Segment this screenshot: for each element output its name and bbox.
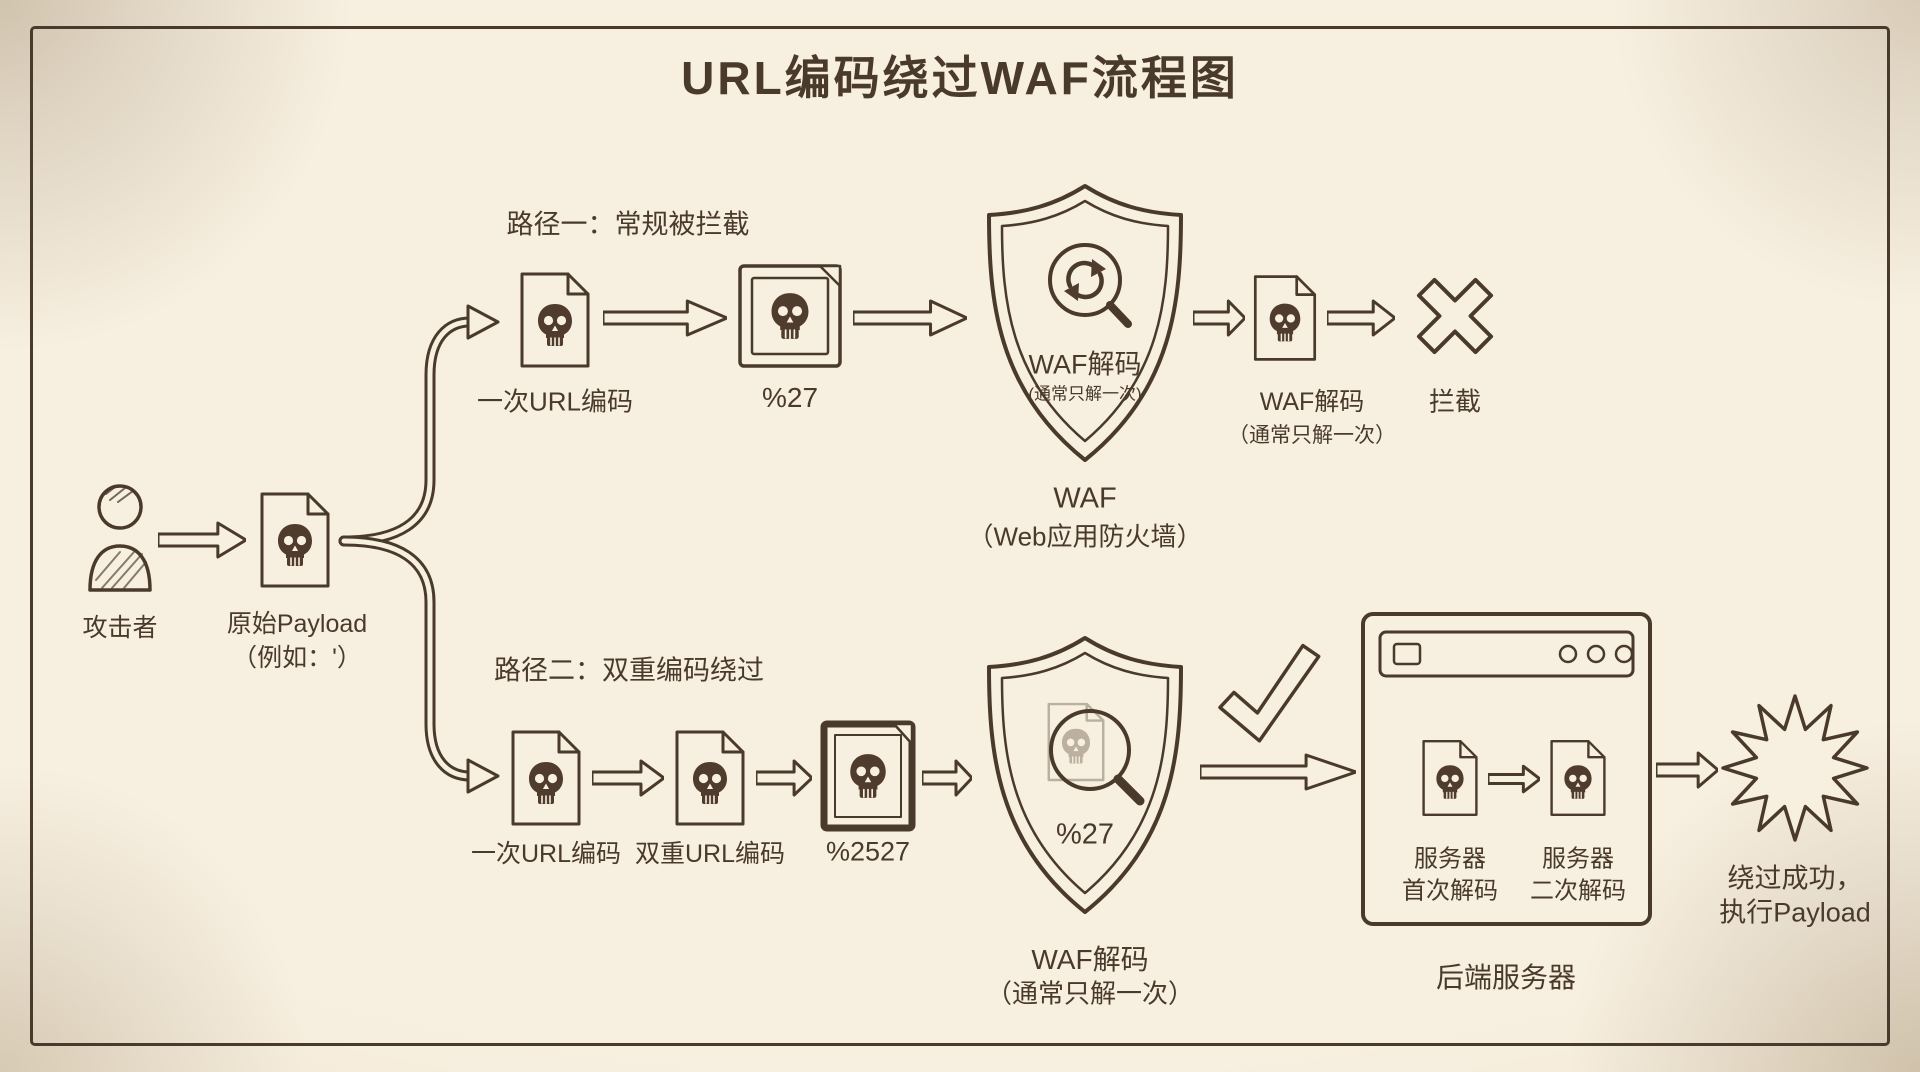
attacker-label: 攻击者 [82,614,158,642]
shield2-text: %27 [1055,818,1115,851]
payload-label-line2: （例如：'） [232,644,362,672]
path2-title: 路径二：双重编码绕过 [494,655,764,686]
payload-doc-icon [262,494,328,586]
arrow-p2-encode2-to-tile [756,759,812,797]
branch-arrowhead-bottom [466,758,500,794]
server-second-decode-doc-icon [1552,741,1605,815]
waf-decode-magnifier-icon [1048,243,1132,328]
server-led-icon [1558,644,1578,664]
path1-decoded-label-line2: （通常只解一次） [1228,424,1396,447]
arrow-p2-waf-to-server [1200,755,1356,789]
p2-encoded-once-doc-icon [513,732,579,824]
arrow-p2-tile-to-waf [922,759,972,797]
p2-encoded-twice-doc-icon [677,732,743,824]
payload-label-line1: 原始Payload [226,610,368,638]
server-led-icon [1614,644,1634,664]
shield2-label-line1: WAF解码 [1031,944,1149,975]
server-led-icon [1586,644,1606,664]
server-first-decode-doc-icon [1424,741,1477,815]
shield2-label-line2: （通常只解一次） [985,978,1195,1009]
p1-percent27-tile-icon [740,266,840,366]
path2-percent2527-label: %2527 [825,836,911,867]
path1-decoded-label-line1: WAF解码 [1259,388,1365,416]
path1-title: 路径一：常规被拦截 [506,209,750,240]
blocked-x-icon [1416,277,1494,355]
p1-waf-decoded-doc-icon [1255,277,1314,360]
waf-miss-magnifier-icon [1049,704,1145,806]
server-doc1-label-line1: 服务器 [1414,845,1486,873]
shield1-text-line1: WAF解码 [1028,349,1142,380]
backend-server-label: 后端服务器 [1435,962,1577,993]
backend-server-icon [1361,612,1652,926]
path1-percent27-label: %27 [761,382,819,413]
arrow-server-to-success [1656,751,1718,789]
path2-step2-label: 双重URL编码 [634,840,786,868]
arrow-p1-waf-to-decoded [1193,299,1245,337]
arrow-p2-encode1-to-encode2 [592,759,664,797]
diagram-title: URL编码绕过WAF流程图 [681,52,1239,104]
path1-step1-label: 一次URL编码 [476,386,634,417]
blocked-label: 拦截 [1428,386,1482,417]
branch-arrowhead-top [466,304,500,340]
waf-label-line1: WAF [1053,482,1117,515]
attacker-icon [88,484,152,592]
p2-percent2527-tile-icon [824,724,912,828]
pass-check-icon [1218,643,1321,743]
server-doc2-label-line2: 二次解码 [1530,877,1626,905]
success-label-line2: 执行Payload [1719,897,1871,928]
waf-shield-icon [987,184,1183,462]
arrow-p1-tile-to-waf [853,299,967,337]
p1-encoded-doc-icon [522,274,588,366]
branch-connector [338,304,500,794]
shield1-text-line2: (通常只解一次) [1028,384,1142,404]
server-doc2-label-line1: 服务器 [1542,845,1614,873]
waf-label-line2: （Web应用防火墙） [967,521,1203,552]
server-doc1-label-line2: 首次解码 [1402,877,1498,905]
server-slot-icon [1392,642,1422,666]
arrow-attacker-to-payload [158,521,246,559]
arrow-p1-decoded-to-block [1327,299,1395,337]
arrow-p1-encode-to-tile [603,299,727,337]
success-label-line1: 绕过成功， [1727,863,1863,894]
path2-step1-label: 一次URL编码 [470,840,622,868]
success-burst-icon [1721,694,1869,842]
